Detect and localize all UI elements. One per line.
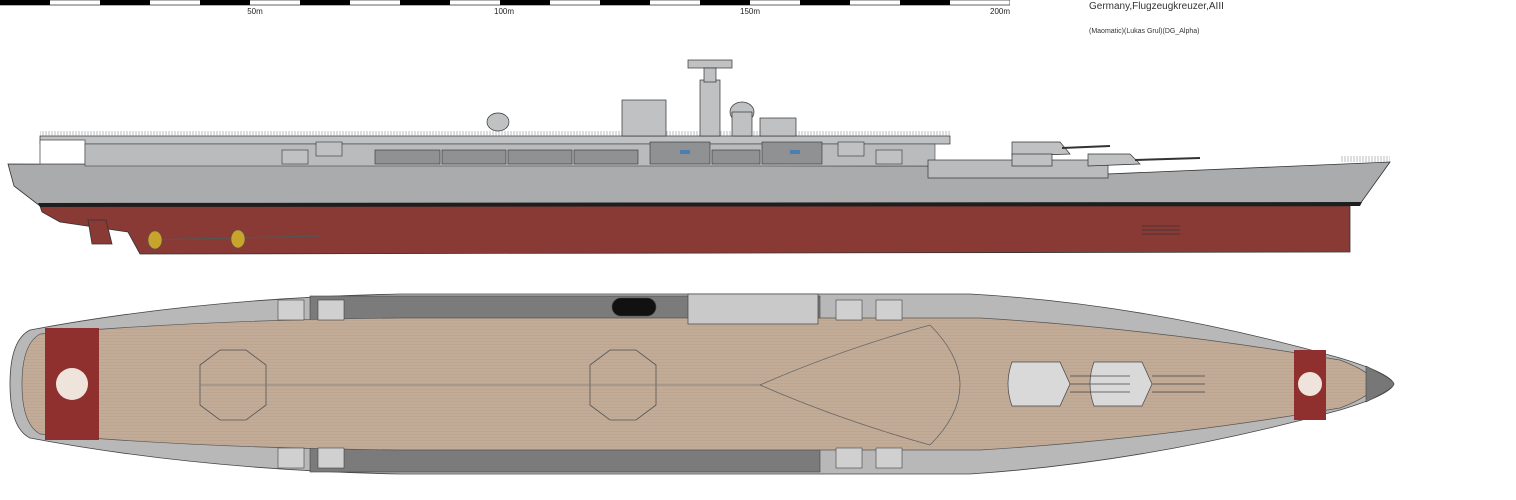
- bow-roundel: [1298, 372, 1322, 396]
- aft-elevator: [199, 349, 267, 421]
- deck-railing: [40, 131, 950, 136]
- catapult-track-port: [759, 324, 931, 386]
- funnel-top: [611, 297, 657, 317]
- island-superstructure: [486, 59, 797, 137]
- hull-boot-topping: [38, 202, 1362, 207]
- island-plan: [687, 293, 819, 325]
- bow-tip: [1365, 365, 1395, 403]
- boat-bays: [374, 141, 823, 165]
- scale-label-200m: 200m: [989, 7, 1011, 16]
- scale-label-100m: 100m: [493, 7, 515, 16]
- plan-view: [9, 293, 1395, 475]
- scale-label-150m: 150m: [739, 7, 761, 16]
- main-gun-turrets: [927, 141, 1201, 179]
- secondary-guns-plan: [277, 299, 903, 469]
- catapult-track-starboard: [759, 384, 931, 446]
- scale-label-50m: 50m: [247, 7, 263, 16]
- rudder: [87, 219, 113, 245]
- aft-roundel: [56, 368, 88, 400]
- hull-upper: [7, 161, 1391, 207]
- bow-railing: [1340, 156, 1390, 162]
- main-turrets-plan: [1007, 361, 1205, 407]
- propeller-icon: [147, 230, 163, 250]
- forward-deck-edge: [929, 324, 961, 446]
- side-profile: [7, 59, 1391, 255]
- propeller-icon: [230, 229, 246, 249]
- scale-bar-ticks: [0, 0, 1010, 6]
- anchor-hawse: [1142, 225, 1180, 235]
- drawing-title: Germany,Flugzeugkreuzer,AIII: [1089, 1, 1224, 12]
- aft-hangar-opening: [39, 139, 86, 165]
- secondary-guns: [281, 141, 903, 165]
- hull-underwater: [39, 205, 1351, 255]
- drawing-credits: (Maomatic)(Lukas Grul)(DG_Alpha): [1089, 28, 1200, 35]
- scale-bar: 50m 100m 150m 200m: [0, 0, 1010, 18]
- forward-elevator: [589, 349, 657, 421]
